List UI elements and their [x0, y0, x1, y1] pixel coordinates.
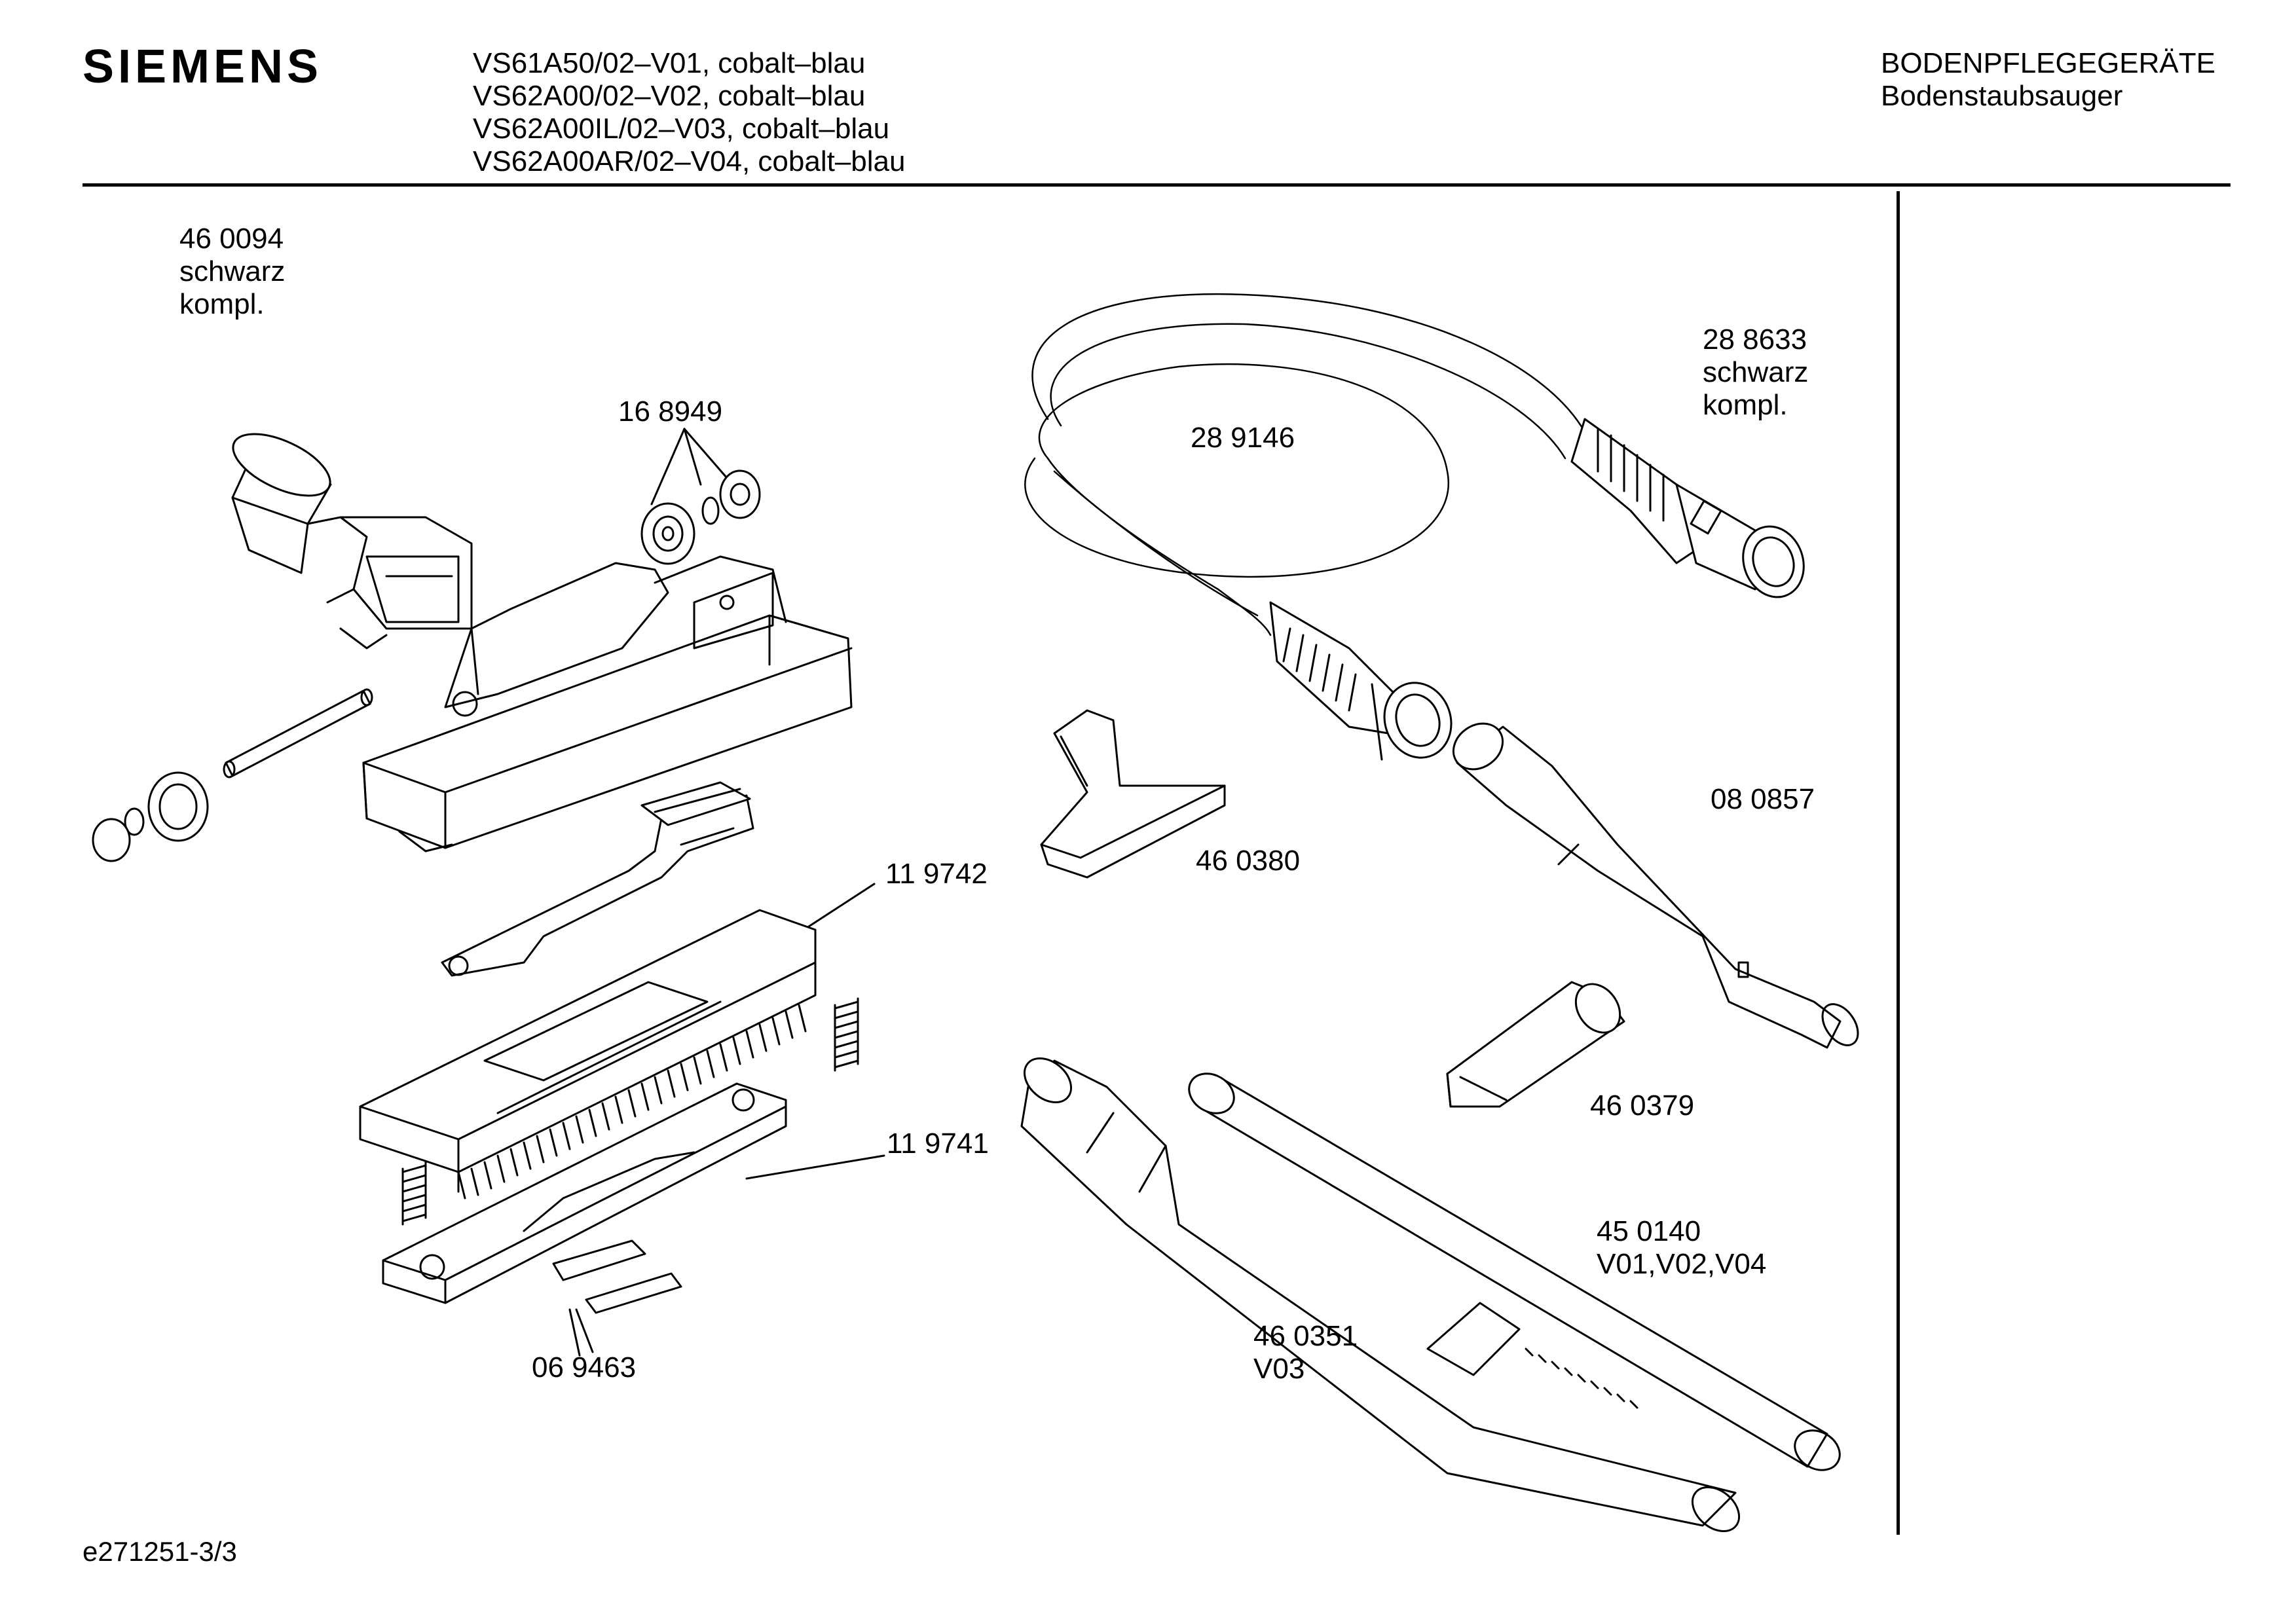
base-plate-119741: [382, 1082, 885, 1304]
upholstery-tool-460380: [1040, 709, 1226, 879]
model-list: VS61A50/02–V01, cobalt–blau VS62A00/02–V…: [473, 47, 906, 178]
axle-rod: [223, 688, 373, 779]
switch-lever: [441, 781, 754, 977]
upholstery-nozzle-460094: [231, 433, 473, 650]
part-label-460379: 46 0379: [1590, 1090, 1695, 1122]
right-margin-divider: [1897, 191, 1900, 1535]
crevice-tool-460379: [1446, 981, 1625, 1108]
category-title: BODENPFLEGEGERÄTE: [1881, 47, 2216, 79]
spring-right: [834, 997, 859, 1072]
hose-handle-288633: [1570, 418, 1805, 598]
document-id: e271251-3/3: [83, 1536, 237, 1567]
wheels-168949: [640, 428, 761, 565]
sole-plate-119742: [359, 883, 876, 1200]
model-line: VS62A00/02–V02, cobalt–blau: [473, 80, 866, 112]
header-divider: [83, 183, 2231, 187]
adhesive-labels-069463: [552, 1239, 682, 1357]
part-label-288633: 28 8633 schwarz kompl.: [1703, 323, 1809, 421]
floor-nozzle-housing: [362, 555, 853, 852]
part-label-168949: 16 8949: [618, 395, 723, 428]
hose-connector-lower: [1269, 601, 1453, 761]
part-label-289146: 28 9146: [1191, 422, 1295, 454]
telescopic-tube-460351: [1020, 1057, 1741, 1532]
brand-logo: SIEMENS: [83, 41, 323, 93]
hose-289146: [1024, 293, 1593, 636]
side-wheel: [92, 771, 209, 862]
handle-tube-080857: [1452, 722, 1859, 1049]
spring-left: [401, 1161, 427, 1226]
straight-tube-450140: [1188, 1072, 1841, 1471]
part-label-450140: 45 0140 V01,V02,V04: [1597, 1215, 1767, 1280]
category-subtitle: Bodenstaubsauger: [1881, 80, 2123, 112]
part-label-119742: 11 9742: [885, 858, 988, 890]
part-label-119741: 11 9741: [887, 1127, 989, 1160]
part-label-460094: 46 0094 schwarz kompl.: [179, 223, 286, 320]
category-block: BODENPFLEGEGERÄTE Bodenstaubsauger: [1881, 47, 2215, 113]
model-line: VS62A00IL/02–V03, cobalt–blau: [473, 113, 890, 145]
part-label-460380: 46 0380: [1196, 845, 1301, 877]
part-label-460351: 46 0351 V03: [1253, 1320, 1358, 1385]
model-line: VS62A00AR/02–V04, cobalt–blau: [473, 145, 906, 177]
part-label-069463: 06 9463: [532, 1351, 637, 1383]
part-label-080857: 08 0857: [1711, 783, 1815, 815]
model-line: VS61A50/02–V01, cobalt–blau: [473, 47, 866, 79]
